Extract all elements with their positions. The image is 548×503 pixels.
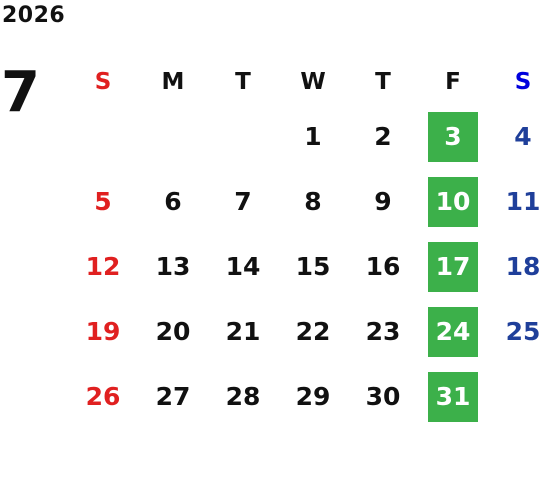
weekday-wednesday: W [300, 69, 326, 95]
day-cell: 29 [295, 382, 331, 411]
day-cell [138, 112, 208, 162]
day-cell: 21 [225, 317, 261, 346]
day-cell: 1 [304, 122, 322, 151]
weekday-monday: M [161, 69, 185, 95]
day-cell: 4 [514, 122, 532, 151]
week-row: 5 6 7 8 9 10 11 [68, 169, 548, 234]
day-cell: 28 [225, 382, 261, 411]
day-cell: 15 [295, 252, 331, 281]
day-cell: 22 [295, 317, 331, 346]
day-cell [488, 372, 548, 422]
day-cell: 12 [85, 252, 121, 281]
day-cell: 5 [94, 187, 112, 216]
day-cell: 2 [374, 122, 392, 151]
week-row: 26 27 28 29 30 31 [68, 364, 548, 429]
day-cell: 25 [505, 317, 541, 346]
day-cell: 8 [304, 187, 322, 216]
weekday-header-row: S M T W T F S [68, 60, 548, 104]
week-row: 12 13 14 15 16 17 18 [68, 234, 548, 299]
friday-highlight-cell: 31 [428, 371, 478, 422]
week-row: 1 2 3 4 [68, 104, 548, 169]
weekday-friday: F [445, 69, 461, 95]
calendar-grid: S M T W T F S 1 2 3 4 5 6 7 8 9 10 11 12… [68, 60, 548, 429]
day-cell: 13 [155, 252, 191, 281]
day-cell: 30 [365, 382, 401, 411]
day-cell: 23 [365, 317, 401, 346]
day-cell: 19 [85, 317, 121, 346]
day-cell: 11 [505, 187, 541, 216]
day-cell: 7 [234, 187, 252, 216]
weekday-tuesday: T [235, 69, 251, 95]
day-cell: 18 [505, 252, 541, 281]
day-cell: 27 [155, 382, 191, 411]
day-cell [208, 112, 278, 162]
friday-highlight-cell: 10 [428, 176, 478, 227]
week-row: 19 20 21 22 23 24 25 [68, 299, 548, 364]
friday-highlight-cell: 3 [428, 111, 478, 162]
friday-highlight-cell: 17 [428, 241, 478, 292]
weekday-sunday: S [94, 69, 112, 95]
day-cell: 20 [155, 317, 191, 346]
day-cell: 9 [374, 187, 392, 216]
day-cell: 6 [164, 187, 182, 216]
day-cell: 14 [225, 252, 261, 281]
day-cell: 16 [365, 252, 401, 281]
month-number: 7 [1, 60, 40, 125]
weekday-saturday: S [514, 69, 532, 95]
day-cell [68, 112, 138, 162]
weekday-thursday: T [375, 69, 391, 95]
friday-highlight-cell: 24 [428, 306, 478, 357]
year-label: 2026 [2, 3, 66, 28]
day-cell: 26 [85, 382, 121, 411]
